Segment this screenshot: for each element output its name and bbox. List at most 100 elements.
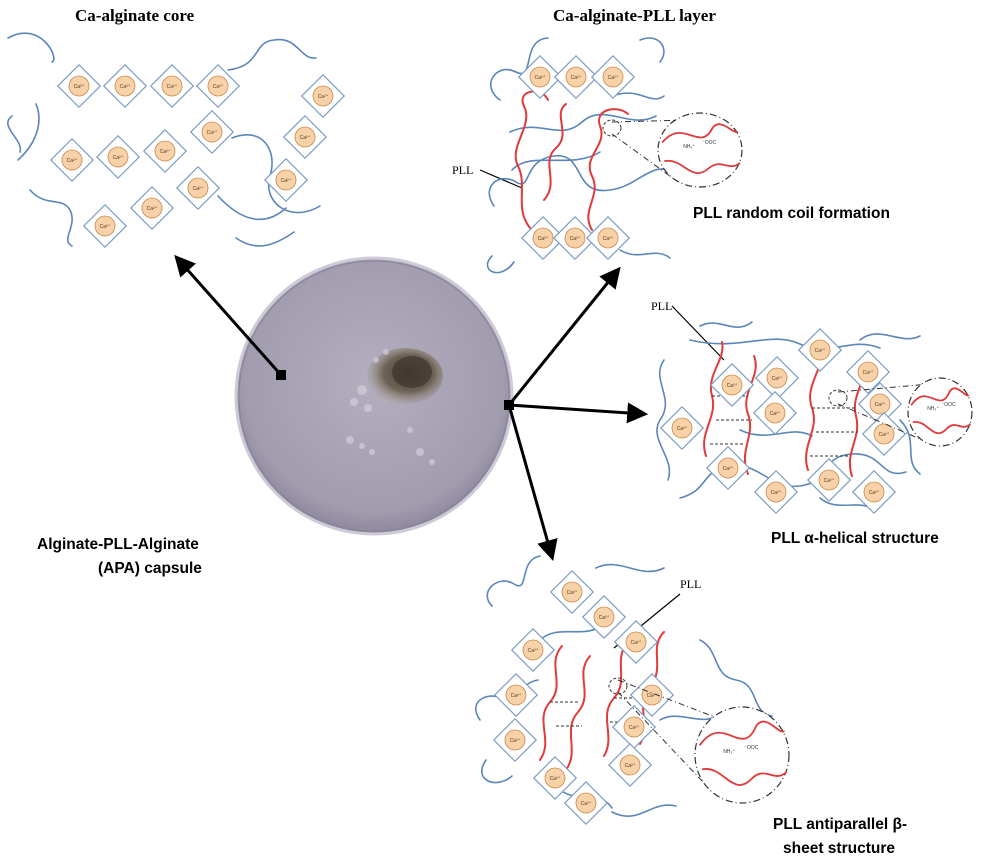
ion-label: Ca²⁺ <box>160 149 171 155</box>
calcium-ion: Ca²⁺ <box>492 717 538 763</box>
ion-label: Ca²⁺ <box>599 615 610 621</box>
ion-label: Ca²⁺ <box>570 236 581 242</box>
calcium-ion: Ca²⁺ <box>82 203 128 249</box>
alginate-chain <box>611 639 773 817</box>
capsule-label-1: Alginate-PLL-Alginate <box>37 536 199 553</box>
ion-label: Ca²⁺ <box>167 84 178 90</box>
random-coil-label: PLL random coil formation <box>693 205 890 222</box>
calcium-ion: Ca²⁺ <box>613 619 659 665</box>
pll-chain <box>565 655 591 771</box>
arrow-to-alpha-helix <box>508 402 649 424</box>
layer-pointer-square <box>504 400 514 410</box>
pll-leader-2 <box>671 305 725 361</box>
calcium-ion: Ca²⁺ <box>806 457 852 503</box>
alginate-chain <box>490 37 665 101</box>
calcium-ion: Ca²⁺ <box>195 63 241 109</box>
calcium-ion: Ca²⁺ <box>861 411 907 457</box>
calcium-ion: Ca²⁺ <box>857 381 903 427</box>
calcium-ion: Ca²⁺ <box>49 137 95 183</box>
ion-label: Ca²⁺ <box>74 84 85 90</box>
ion-label: Ca²⁺ <box>510 738 521 744</box>
ion-label: Ca²⁺ <box>869 490 880 496</box>
ion-label: Ca²⁺ <box>120 84 131 90</box>
calcium-ion: Ca²⁺ <box>532 755 578 801</box>
calcium-ion: Ca²⁺ <box>189 109 235 155</box>
ion-label: Ca²⁺ <box>67 158 78 164</box>
pll-chain <box>539 645 563 761</box>
calcium-ion: Ca²⁺ <box>510 627 556 673</box>
calcium-ion: Ca²⁺ <box>142 128 188 174</box>
alginate-chain <box>17 103 73 247</box>
calcium-ion: Ca²⁺ <box>607 742 653 788</box>
carboxyl-label: ⁻OOC <box>942 402 956 408</box>
alginate-chain <box>488 155 677 207</box>
ion-label: Ca²⁺ <box>538 236 549 242</box>
ion-label: Ca²⁺ <box>318 94 329 100</box>
ion-label: Ca²⁺ <box>207 130 218 136</box>
amine-label: NH₃⁺ <box>927 406 939 412</box>
ion-label: Ca²⁺ <box>511 693 522 699</box>
ion-label: Ca²⁺ <box>772 376 783 382</box>
ion-label: Ca²⁺ <box>629 725 640 731</box>
capsule-label-2: (APA) capsule <box>98 560 202 577</box>
pll-label-3: PLL <box>680 577 701 591</box>
pll-chain <box>543 103 567 201</box>
calcium-ion: Ca²⁺ <box>95 134 141 180</box>
ion-label: Ca²⁺ <box>193 186 204 192</box>
ion-label: Ca²⁺ <box>567 590 578 596</box>
ion-label: Ca²⁺ <box>281 178 292 184</box>
calcium-ion: Ca²⁺ <box>563 780 609 826</box>
ion-label: Ca²⁺ <box>879 432 890 438</box>
pll-label-2: PLL <box>651 299 672 313</box>
arrow-to-beta-sheet <box>507 404 558 562</box>
carboxyl-label: ⁻OOC <box>744 745 758 751</box>
calcium-ion: Ca²⁺ <box>517 54 563 100</box>
alginate-chain <box>486 37 671 274</box>
ion-label: Ca²⁺ <box>723 466 734 472</box>
pll-chain <box>514 90 549 229</box>
ion-label: Ca²⁺ <box>631 640 642 646</box>
beta-sheet-label-1: PLL antiparallel β- <box>773 816 907 833</box>
ion-label: Ca²⁺ <box>300 135 311 141</box>
calcium-ion: Ca²⁺ <box>705 445 751 491</box>
ion-label: Ca²⁺ <box>727 383 738 389</box>
calcium-ion: Ca²⁺ <box>282 114 328 160</box>
ion-label: Ca²⁺ <box>608 75 619 81</box>
ion-label: Ca²⁺ <box>535 75 546 81</box>
calcium-ion: Ca²⁺ <box>149 63 195 109</box>
calcium-ion: Ca²⁺ <box>552 215 598 261</box>
ion-label: Ca²⁺ <box>647 693 658 699</box>
calcium-ion: Ca²⁺ <box>549 569 595 615</box>
calcium-ion: Ca²⁺ <box>263 157 309 203</box>
alginate-chain <box>486 555 665 607</box>
calcium-ion: Ca²⁺ <box>553 54 599 100</box>
calcium-ion: Ca²⁺ <box>611 704 657 750</box>
ion-label: Ca²⁺ <box>625 763 636 769</box>
calcium-ion: Ca²⁺ <box>102 63 148 109</box>
carboxyl-label: ⁻OOC <box>702 140 716 146</box>
zoom-inset: NH₃⁺⁻OOC <box>828 377 973 447</box>
calcium-ion: Ca²⁺ <box>56 63 102 109</box>
ion-label: Ca²⁺ <box>528 648 539 654</box>
calcium-ion: Ca²⁺ <box>585 215 631 261</box>
ion-label: Ca²⁺ <box>824 478 835 484</box>
capsule-micrograph <box>234 256 514 536</box>
ion-label: Ca²⁺ <box>581 801 592 807</box>
calcium-ion: Ca²⁺ <box>797 327 843 373</box>
calcium-ion: Ca²⁺ <box>581 594 627 640</box>
alginate-chain <box>7 115 295 247</box>
calcium-ion: Ca²⁺ <box>493 672 539 718</box>
alginate-chain <box>689 333 921 350</box>
arrow-to-random-coil <box>507 266 621 406</box>
pll-chain <box>587 108 629 231</box>
ion-label: Ca²⁺ <box>603 236 614 242</box>
ion-label: Ca²⁺ <box>677 426 688 432</box>
ion-label: Ca²⁺ <box>771 490 782 496</box>
ion-label: Ca²⁺ <box>571 75 582 81</box>
alpha-helix-label: PLL α-helical structure <box>771 530 939 547</box>
amine-label: NH₃⁺ <box>683 144 695 150</box>
ion-label: Ca²⁺ <box>100 224 111 230</box>
calcium-ion: Ca²⁺ <box>129 185 175 231</box>
